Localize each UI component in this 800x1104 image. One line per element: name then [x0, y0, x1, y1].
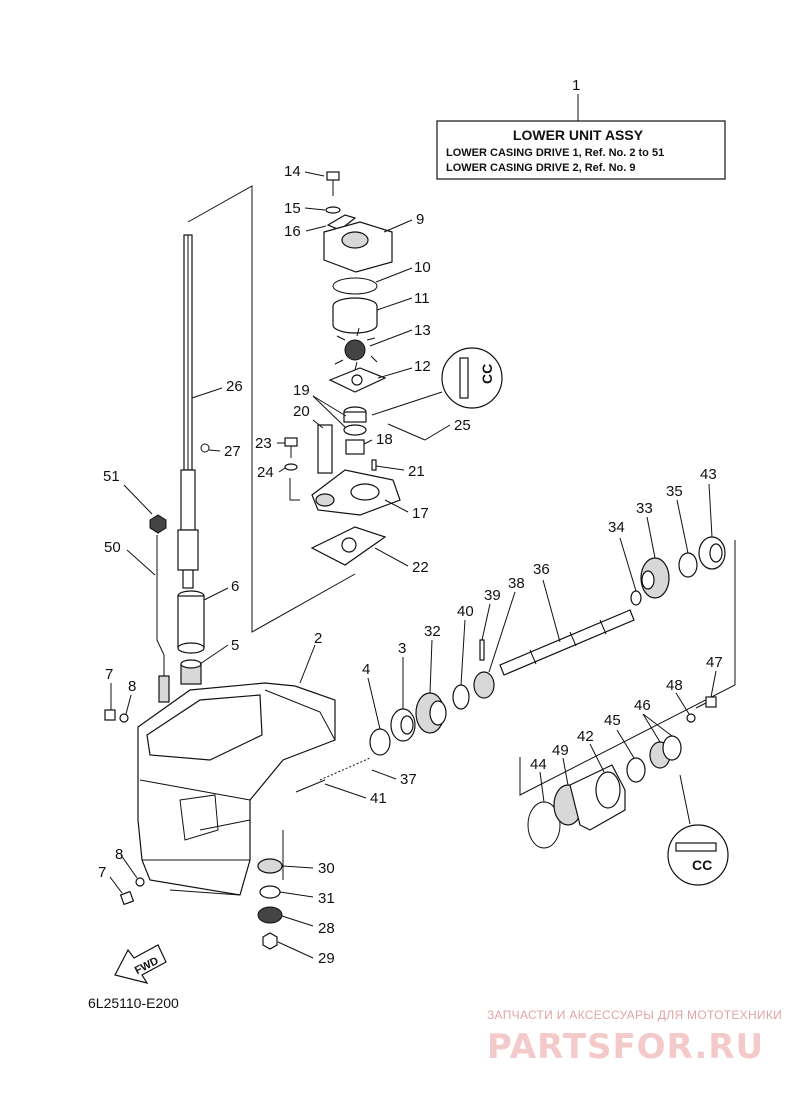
label-45: 45	[604, 712, 621, 729]
label-18: 18	[376, 431, 393, 448]
label-4: 4	[362, 661, 370, 678]
label-23: 23	[255, 435, 272, 452]
label-7a: 7	[105, 666, 113, 683]
pinion-stack	[257, 858, 283, 950]
label-11: 11	[414, 290, 430, 307]
label-8b: 8	[115, 846, 123, 863]
propeller-shaft-assembly	[295, 536, 726, 793]
grease-symbol-text-bottom: CC	[692, 857, 712, 873]
label-19: 19	[293, 382, 310, 399]
label-34: 34	[608, 519, 625, 536]
label-22: 22	[412, 559, 429, 576]
label-24: 24	[257, 464, 274, 481]
grease-symbol-top: CC	[371, 347, 503, 416]
label-39: 39	[484, 587, 501, 604]
title-box: 1 LOWER UNIT ASSY LOWER CASING DRIVE 1, …	[436, 77, 726, 180]
propeller-shaft-housing	[527, 696, 717, 849]
part-labels: 14 15 16 9 10 11 13 12 19 20 25 23 18 21…	[98, 163, 723, 967]
label-32: 32	[424, 623, 441, 640]
label-33: 33	[636, 500, 653, 517]
title-line-3: LOWER CASING DRIVE 2, Ref. No. 9	[446, 162, 635, 174]
watermark-brand: PARTSFOR.RU	[487, 1027, 764, 1067]
label-5: 5	[231, 637, 239, 654]
label-1: 1	[572, 77, 580, 94]
label-37: 37	[400, 771, 417, 788]
diagram-code: 6L25110-E200	[88, 995, 179, 1011]
group-lines	[187, 185, 736, 880]
label-36: 36	[533, 561, 550, 578]
sleeve	[177, 590, 205, 654]
water-pump-assembly	[200, 171, 426, 566]
label-3: 3	[398, 640, 406, 657]
label-8a: 8	[128, 678, 136, 695]
title-line-1: LOWER UNIT ASSY	[513, 127, 644, 143]
label-46: 46	[634, 697, 651, 714]
label-14: 14	[284, 163, 301, 180]
label-17: 17	[412, 505, 429, 522]
label-25: 25	[454, 417, 471, 434]
bolts-left	[104, 709, 145, 906]
drive-shaft	[177, 234, 199, 589]
label-10: 10	[414, 259, 431, 276]
label-15: 15	[284, 200, 301, 217]
label-6: 6	[231, 578, 239, 595]
label-26: 26	[226, 378, 243, 395]
label-9: 9	[416, 211, 424, 228]
label-27: 27	[224, 443, 241, 460]
label-12: 12	[414, 358, 431, 375]
title-line-2: LOWER CASING DRIVE 1, Ref. No. 2 to 51	[446, 147, 664, 159]
leader-lines	[109, 171, 717, 959]
label-13: 13	[414, 322, 431, 339]
label-16: 16	[284, 223, 301, 240]
label-40: 40	[457, 603, 474, 620]
label-29: 29	[318, 950, 335, 967]
label-42: 42	[577, 728, 594, 745]
label-30: 30	[318, 860, 335, 877]
bushing	[180, 659, 202, 685]
grease-symbol-text-top: CC	[479, 364, 495, 384]
label-47: 47	[706, 654, 723, 671]
label-20: 20	[293, 403, 310, 420]
label-38: 38	[508, 575, 525, 592]
label-41: 41	[370, 790, 387, 807]
grease-symbol-bottom: CC	[667, 774, 729, 886]
label-48: 48	[666, 677, 683, 694]
label-44: 44	[530, 756, 547, 773]
watermark: ЗАПЧАСТИ И АКСЕССУАРЫ ДЛЯ МОТОТЕХНИКИ PA…	[487, 1008, 782, 1067]
label-35: 35	[666, 483, 683, 500]
fwd-arrow: FWD	[114, 944, 167, 984]
label-21: 21	[408, 463, 425, 480]
label-7b: 7	[98, 864, 106, 881]
label-50: 50	[104, 539, 121, 556]
label-43: 43	[700, 466, 717, 483]
watermark-tagline: ЗАПЧАСТИ И АКСЕССУАРЫ ДЛЯ МОТОТЕХНИКИ	[487, 1008, 782, 1022]
label-51: 51	[103, 468, 120, 485]
label-28: 28	[318, 920, 335, 937]
label-49: 49	[552, 742, 569, 759]
label-31: 31	[318, 890, 335, 907]
lower-casing	[137, 682, 336, 896]
shift-rod	[149, 514, 170, 703]
label-2: 2	[314, 630, 322, 647]
